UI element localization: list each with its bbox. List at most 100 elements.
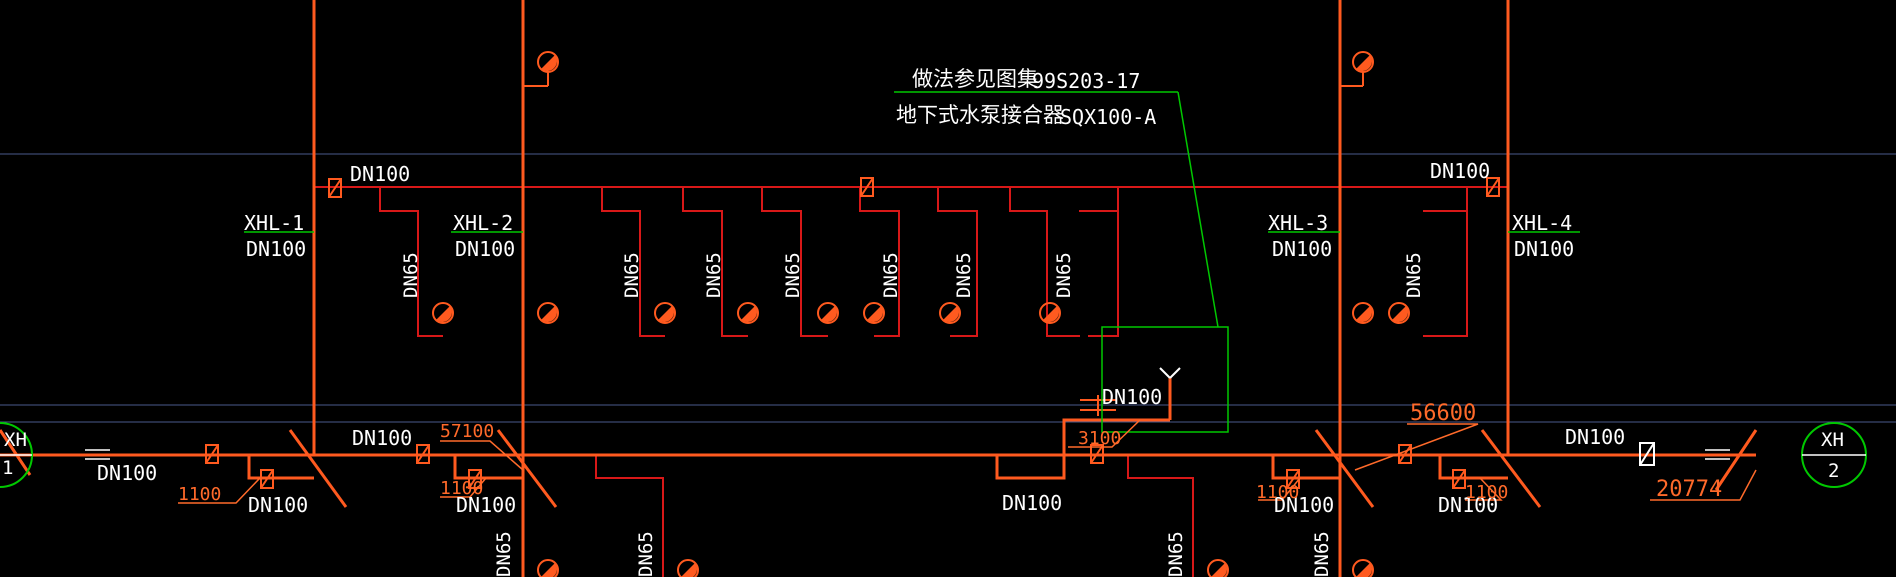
break-mark-1 — [288, 429, 348, 508]
valve-icon-slash — [1090, 444, 1104, 464]
branch-drop-f — [937, 187, 978, 337]
valve-icon — [1639, 442, 1655, 466]
elevation-leader-4 — [1068, 419, 1141, 448]
pipe-label-bottom: DN100 — [352, 426, 412, 450]
elevation-label: 1100 — [1465, 482, 1508, 503]
elevation-leader-2 — [440, 440, 524, 471]
sprinkler-icon — [817, 302, 839, 324]
branch-size-label: DN65 — [953, 252, 975, 298]
valve-icon-slash — [205, 444, 219, 464]
guide-lines — [0, 153, 1896, 423]
sprinkler-icon — [737, 302, 759, 324]
elevation-label: 3100 — [1078, 428, 1121, 449]
sprinkler-icon — [537, 302, 559, 324]
funnel-icon — [1169, 367, 1181, 379]
branch-size-label: DN65 — [1165, 531, 1187, 577]
offset-5 — [1438, 455, 1508, 480]
elevation-leader-1 — [178, 477, 261, 504]
offset-2 — [453, 455, 523, 480]
riser-label-4: XHL-4 — [1512, 211, 1572, 235]
elevation-leaders — [178, 419, 1757, 504]
lower-branch-a — [595, 455, 664, 577]
sprinkler-icon — [1207, 559, 1229, 577]
elevation-label: 1100 — [178, 484, 221, 505]
sprinkler-icon — [939, 302, 961, 324]
valve-icon-slash — [1639, 442, 1655, 466]
riser-size-4: DN100 — [1514, 237, 1574, 261]
branch-size-label: DN65 — [400, 252, 422, 298]
break-mark-3 — [1314, 429, 1375, 508]
pipe-label-bottom: DN100 — [1565, 425, 1625, 449]
valves — [205, 177, 1655, 489]
valve-icon-slash — [1286, 469, 1300, 489]
sprinkler-heads — [432, 51, 1410, 577]
branch-size-label: DN65 — [1403, 252, 1425, 298]
upper-header-pipe — [315, 154, 1509, 577]
branch-size-label: DN65 — [1311, 531, 1333, 577]
branch-drop-j — [1423, 210, 1468, 337]
break-mark-2 — [496, 429, 558, 508]
riser-label-2: XHL-2 — [453, 211, 513, 235]
sprinkler-icon — [1352, 559, 1374, 577]
valve-icon-slash — [1452, 469, 1466, 489]
branch-size-label: DN65 — [703, 252, 725, 298]
note-line-2: 地下式水泵接合器 — [896, 103, 1064, 127]
branch-size-label: DN65 — [1053, 252, 1075, 298]
offset-4 — [1271, 455, 1340, 480]
pipe-label-bottom: DN100 — [1274, 493, 1334, 517]
sprinkler-icon — [537, 559, 559, 577]
valve-icon — [328, 178, 342, 198]
valve-icon — [205, 444, 219, 464]
marker-number: 1 — [2, 457, 13, 479]
elevation-label: 20774 — [1656, 477, 1722, 502]
riser-size-1: DN100 — [246, 237, 306, 261]
break-mark-0 — [0, 429, 32, 476]
elevation-leader-6 — [1258, 477, 1301, 501]
branch-size-label: DN65 — [621, 252, 643, 298]
sprinkler-icon — [432, 302, 454, 324]
valve-icon — [416, 444, 430, 464]
lower-branch-b — [1127, 455, 1194, 577]
sprinkler-icon — [654, 302, 676, 324]
valve-icon-slash — [1398, 444, 1412, 464]
valve-icon — [260, 469, 274, 489]
main-pipes — [0, 0, 1758, 577]
elevation-label: 1100 — [440, 478, 483, 499]
elevation-label: 56600 — [1410, 401, 1476, 426]
valve-icon — [860, 177, 874, 197]
pipe-label-top-right: DN100 — [1430, 159, 1490, 183]
note-line-1: 做法参见图集 — [912, 67, 1038, 91]
elevation-label: 1100 — [1256, 482, 1299, 503]
leaders — [244, 91, 1580, 433]
marker-letters: XH — [4, 429, 27, 451]
elevation-leader-8 — [1650, 469, 1757, 501]
offset-3 — [995, 418, 1170, 480]
branch-drop-i — [1079, 210, 1119, 337]
elevation-leader-5 — [1354, 423, 1479, 471]
pipe-label-bottom: DN100 — [456, 493, 516, 517]
valve-icon-slash — [328, 178, 342, 198]
funnel-icon — [1159, 367, 1171, 379]
sprinkler-icon — [537, 51, 559, 73]
elevation-leader-7 — [1465, 477, 1503, 501]
sprinkler-icon — [1352, 51, 1374, 73]
break-mark-5 — [1714, 429, 1758, 491]
note-leader-diagonal — [1177, 91, 1219, 328]
note-line-1-code: 99S203-17 — [1032, 69, 1140, 93]
riser-label-3: XHL-3 — [1268, 211, 1328, 235]
riser-size-2: DN100 — [455, 237, 515, 261]
branch-drop-b — [601, 187, 665, 337]
riser-label-1: XHL-1 — [244, 211, 304, 235]
branch-size-label: DN65 — [782, 252, 804, 298]
valve-icon-slash — [860, 177, 874, 197]
elevation-label: 57100 — [440, 421, 494, 442]
xh-marker-1: XH 1 — [0, 422, 33, 488]
valve-icon-slash — [468, 469, 482, 489]
branch-drop-e — [859, 187, 900, 337]
pump-adapter — [1080, 367, 1181, 416]
pipe-label-adapter: DN100 — [1102, 385, 1162, 409]
valve-icon — [1486, 177, 1500, 197]
branch-drop-c — [682, 187, 748, 337]
sprinkler-icon — [677, 559, 699, 577]
